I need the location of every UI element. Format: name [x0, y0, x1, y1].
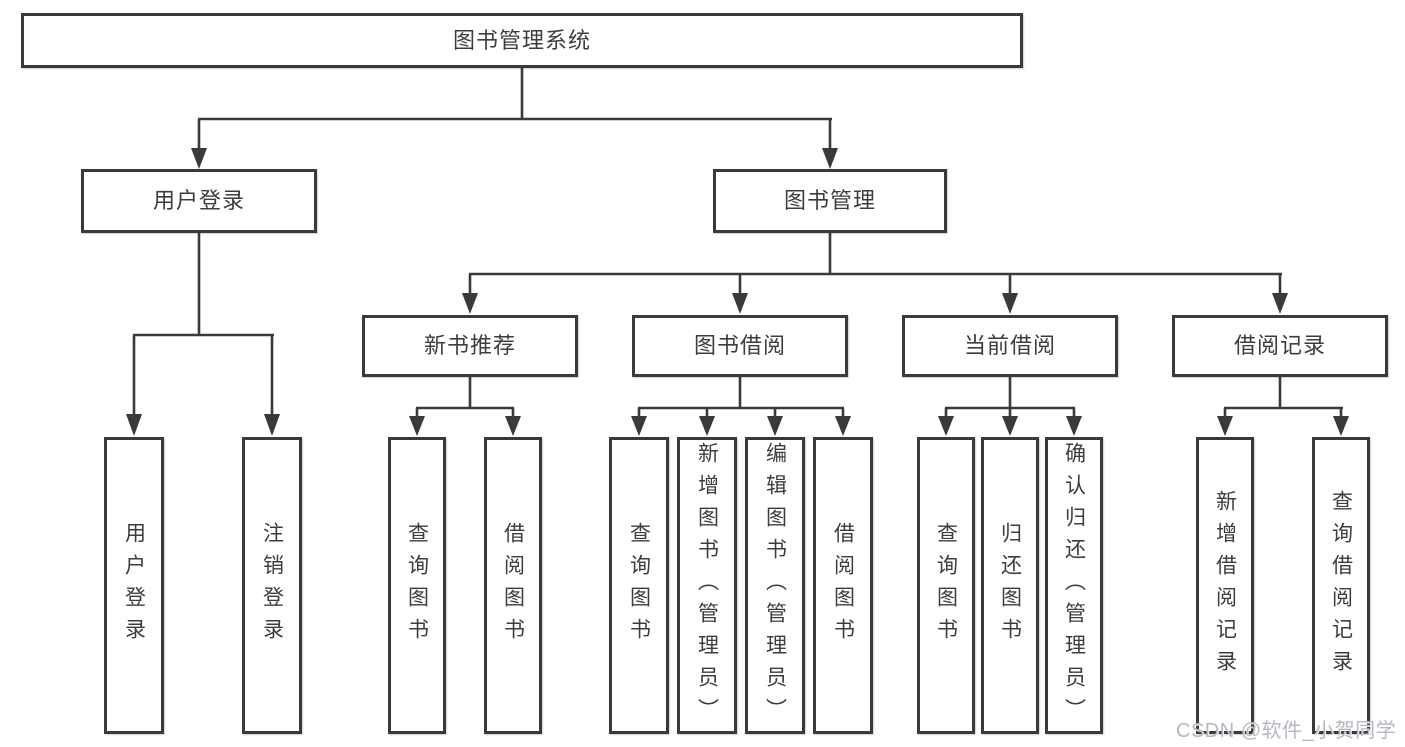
node-label: 查询借阅记录 [1329, 489, 1353, 682]
node-system-root: 图书管理系统 [21, 13, 1023, 68]
node-borrowing-records: 借阅记录 [1172, 315, 1388, 377]
leaf-br-query-record: 查询借阅记录 [1312, 437, 1370, 734]
leaf-cb-return-books: 归还图书 [981, 437, 1039, 734]
leaf-user-login: 用户登录 [104, 437, 164, 734]
node-label: 新书推荐 [423, 333, 516, 358]
leaf-nbr-query-books: 查询图书 [388, 437, 446, 734]
node-label: 用户登录 [122, 521, 146, 650]
node-label: 图书管理 [783, 188, 876, 213]
node-label: 确认归还（管理员） [1062, 441, 1086, 730]
node-user-login: 用户登录 [81, 169, 317, 233]
node-book-borrowing: 图书借阅 [632, 315, 848, 377]
node-label: 查询图书 [627, 521, 651, 650]
leaf-bb-add-books-admin: 新增图书（管理员） [677, 437, 737, 734]
leaf-br-add-record: 新增借阅记录 [1196, 437, 1254, 734]
node-label: 查询图书 [405, 521, 429, 650]
node-label: 归还图书 [998, 521, 1022, 650]
node-label: 当前借阅 [963, 333, 1056, 358]
node-label: 借阅记录 [1233, 333, 1326, 358]
node-new-book-recommend: 新书推荐 [362, 315, 578, 377]
leaf-cb-confirm-return-admin: 确认归还（管理员） [1045, 437, 1103, 734]
leaf-bb-query-books: 查询图书 [609, 437, 669, 734]
node-label: 图书借阅 [693, 333, 786, 358]
node-label: 编辑图书（管理员） [763, 441, 787, 730]
node-label: 用户登录 [152, 188, 245, 213]
node-label: 新增借阅记录 [1213, 489, 1237, 682]
leaf-cb-query-books: 查询图书 [917, 437, 975, 734]
node-label: 图书管理系统 [452, 27, 591, 53]
leaf-bb-edit-books-admin: 编辑图书（管理员） [745, 437, 805, 734]
watermark-text: CSDN @软件_小贺同学 [1176, 720, 1397, 742]
node-label: 借阅图书 [501, 521, 525, 650]
leaf-logout: 注销登录 [242, 437, 302, 734]
node-current-borrowing: 当前借阅 [902, 315, 1118, 377]
node-label: 借阅图书 [831, 521, 855, 650]
leaf-bb-borrow-books: 借阅图书 [813, 437, 873, 734]
node-label: 查询图书 [934, 521, 958, 650]
node-label: 注销登录 [260, 521, 284, 650]
node-label: 新增图书（管理员） [695, 441, 719, 730]
node-book-management: 图书管理 [713, 169, 947, 233]
leaf-nbr-borrow-books: 借阅图书 [484, 437, 542, 734]
